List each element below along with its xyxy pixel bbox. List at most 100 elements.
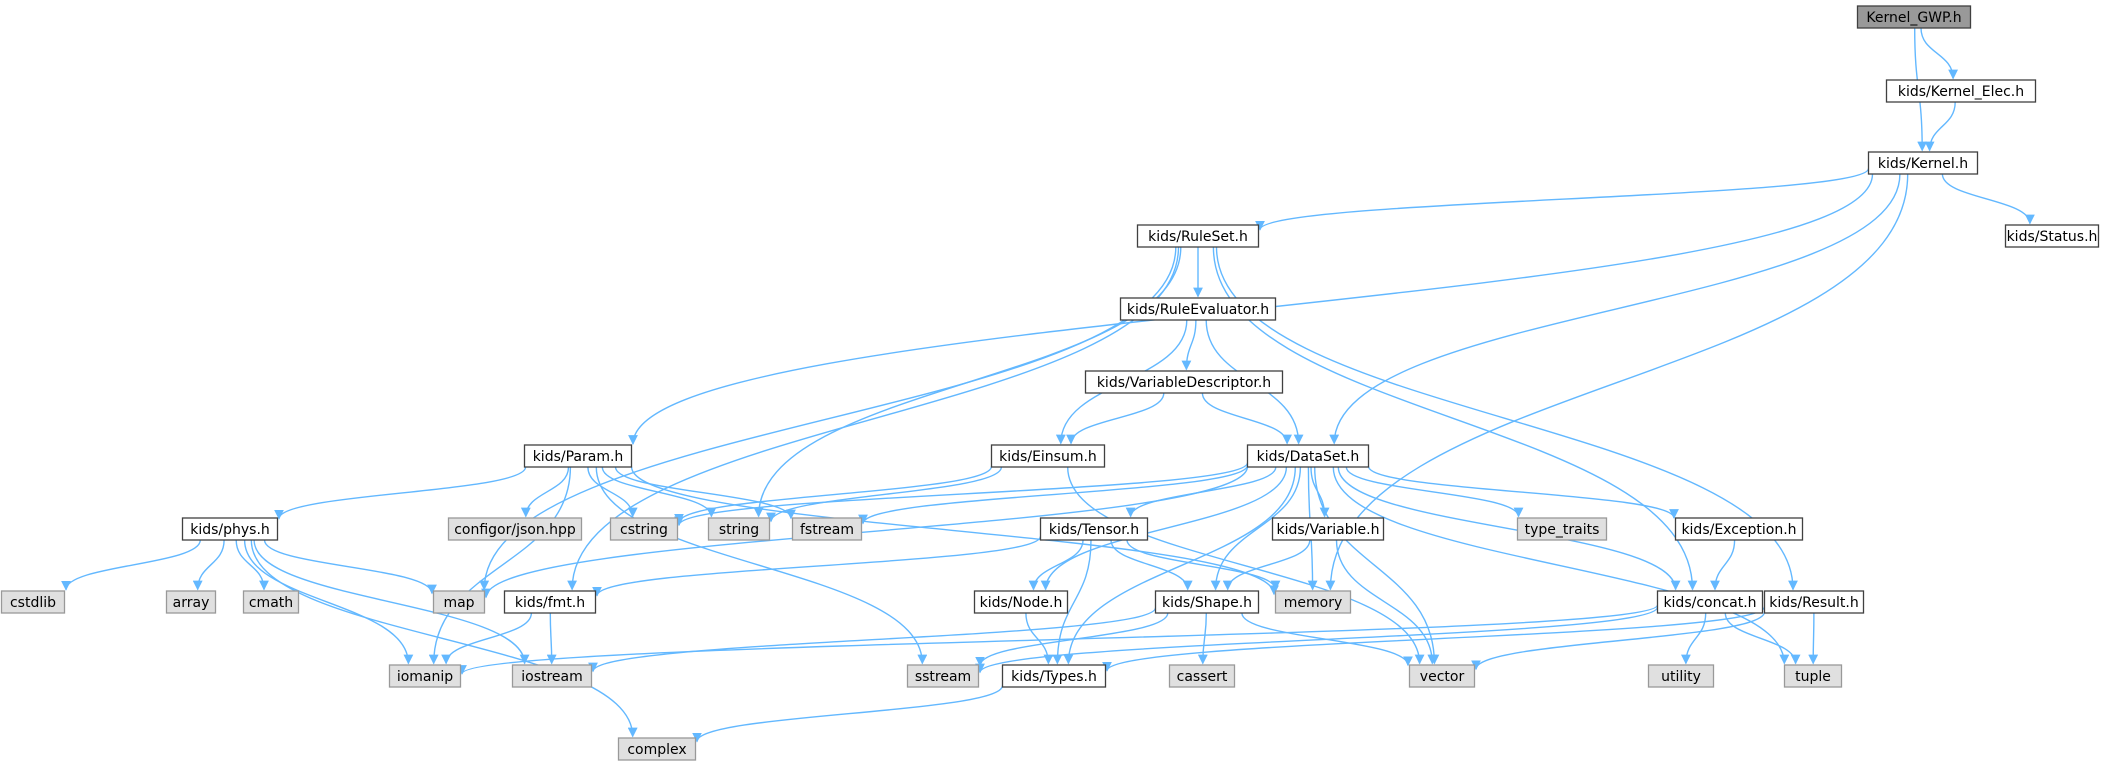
node-label-exception: kids/Exception.h <box>1681 522 1796 538</box>
edge-phys-to-complex <box>250 539 638 738</box>
node-fmt[interactable]: kids/fmt.h <box>503 590 597 614</box>
node-label-vardesc: kids/VariableDescriptor.h <box>1097 375 1271 391</box>
node-label-shape: kids/Shape.h <box>1162 595 1252 611</box>
node-box-dataset <box>1246 444 1370 468</box>
nodes-layer: Kernel_GWP.h kids/Kernel_Elec.h kids/Kerne… <box>0 5 2100 761</box>
node-box-complex <box>617 737 697 761</box>
edge-param-to-iomanip <box>428 466 572 665</box>
node-box-cstring <box>609 517 679 541</box>
node-box-exception <box>1674 517 1804 541</box>
node-tuple: tuple <box>1783 664 1843 688</box>
node-label-fmt: kids/fmt.h <box>515 595 585 611</box>
edge-node-to-types <box>1025 612 1054 665</box>
node-shape[interactable]: kids/Shape.h <box>1154 590 1260 614</box>
node-box-kernel_elec <box>1885 79 2037 103</box>
node-cmath: cmath <box>242 590 300 614</box>
node-box-iomanip <box>388 664 462 688</box>
node-kernel_gwp[interactable]: Kernel_GWP.h <box>1856 5 1972 29</box>
node-box-status <box>2004 224 2100 248</box>
edge-tensor-to-fmt <box>592 535 1042 597</box>
edge-concat-to-tuple <box>1724 612 1801 665</box>
edge-concat-to-sstream <box>975 606 1659 674</box>
node-box-vardesc <box>1084 370 1284 394</box>
node-result[interactable]: kids/Result.h <box>1763 590 1865 614</box>
edge-kernel_elec-to-kernel <box>1924 101 1956 152</box>
node-ruleeval[interactable]: kids/RuleEvaluator.h <box>1119 297 1277 321</box>
node-utility: utility <box>1647 664 1715 688</box>
node-memory: memory <box>1274 590 1352 614</box>
edge-phys-to-iomanip <box>243 539 414 665</box>
node-label-phys: kids/phys.h <box>190 522 270 538</box>
node-label-ruleset: kids/RuleSet.h <box>1148 229 1248 245</box>
node-box-array <box>165 590 217 614</box>
edge-kernel-to-memory <box>1325 173 1909 591</box>
edge-einsum-to-string <box>766 466 1003 523</box>
edge-kernel_gwp-to-kernel_elec <box>1920 27 1958 80</box>
node-box-cmath <box>242 590 300 614</box>
edge-dataset-to-node <box>1040 466 1288 591</box>
edge-dataset-to-types <box>1063 466 1296 665</box>
node-label-vector: vector <box>1420 669 1465 685</box>
node-box-utility <box>1647 664 1715 688</box>
node-label-sstream: sstream <box>915 669 971 685</box>
node-fstream: fstream <box>791 517 863 541</box>
node-cassert: cassert <box>1168 664 1236 688</box>
node-variable[interactable]: kids/Variable.h <box>1271 517 1385 541</box>
edge-param-to-phys <box>274 466 527 520</box>
edge-phys-to-map <box>263 539 437 595</box>
node-box-fmt <box>503 590 597 614</box>
node-array: array <box>165 590 217 614</box>
edge-kernel-to-status <box>1941 173 2035 225</box>
node-box-ruleeval <box>1119 297 1277 321</box>
node-box-memory <box>1274 590 1352 614</box>
node-box-cassert <box>1168 664 1236 688</box>
node-status[interactable]: kids/Status.h <box>2004 224 2100 248</box>
node-einsum[interactable]: kids/Einsum.h <box>990 444 1106 468</box>
node-ruleset[interactable]: kids/RuleSet.h <box>1136 224 1260 248</box>
edge-dataset-to-shape <box>1210 466 1302 591</box>
edge-tensor-to-shape <box>1110 539 1193 591</box>
node-phys[interactable]: kids/phys.h <box>181 517 279 541</box>
node-label-configor: configor/json.hpp <box>454 522 576 538</box>
edge-param-to-memory <box>630 466 1279 596</box>
node-param[interactable]: kids/Param.h <box>523 444 633 468</box>
edge-dataset-to-tuple <box>1332 466 1790 665</box>
node-label-einsum: kids/Einsum.h <box>999 449 1097 465</box>
edge-ruleeval-to-vardesc <box>1181 319 1197 371</box>
node-box-param <box>523 444 633 468</box>
node-label-utility: utility <box>1661 669 1701 685</box>
node-label-tensor: kids/Tensor.h <box>1049 522 1139 538</box>
node-label-cassert: cassert <box>1177 669 1228 685</box>
node-box-map <box>432 590 486 614</box>
edges-layer <box>61 27 2035 743</box>
edge-vardesc-to-einsum <box>1066 392 1165 445</box>
node-kernel[interactable]: kids/Kernel.h <box>1867 151 1979 175</box>
node-box-concat <box>1656 590 1764 614</box>
node-label-param: kids/Param.h <box>533 449 624 465</box>
node-label-tuple: tuple <box>1795 669 1831 685</box>
edge-einsum-to-cstring <box>674 465 993 524</box>
node-cstdlib: cstdlib <box>0 590 66 614</box>
node-label-cstdlib: cstdlib <box>10 595 56 611</box>
node-tensor[interactable]: kids/Tensor.h <box>1039 517 1149 541</box>
edge-shape-to-cassert <box>1197 612 1208 665</box>
node-concat[interactable]: kids/concat.h <box>1656 590 1764 614</box>
node-types[interactable]: kids/Types.h <box>1001 664 1107 688</box>
edge-phys-to-array <box>192 539 225 591</box>
node-vardesc[interactable]: kids/VariableDescriptor.h <box>1084 370 1284 394</box>
edge-types-to-complex <box>692 685 1004 743</box>
edge-param-to-configor <box>520 466 570 518</box>
node-map: map <box>432 590 486 614</box>
node-box-kernel_gwp <box>1856 5 1972 29</box>
node-dataset[interactable]: kids/DataSet.h <box>1246 444 1370 468</box>
edge-variable-to-shape <box>1222 539 1311 591</box>
node-label-ruleeval: kids/RuleEvaluator.h <box>1127 302 1269 318</box>
node-box-tensor <box>1039 517 1149 541</box>
node-label-cstring: cstring <box>620 522 668 538</box>
node-exception[interactable]: kids/Exception.h <box>1674 517 1804 541</box>
edge-shape-to-iostream <box>588 607 1157 673</box>
node-node[interactable]: kids/Node.h <box>973 590 1069 614</box>
node-kernel_elec[interactable]: kids/Kernel_Elec.h <box>1885 79 2037 103</box>
node-configor: configor/json.hpp <box>447 517 583 541</box>
